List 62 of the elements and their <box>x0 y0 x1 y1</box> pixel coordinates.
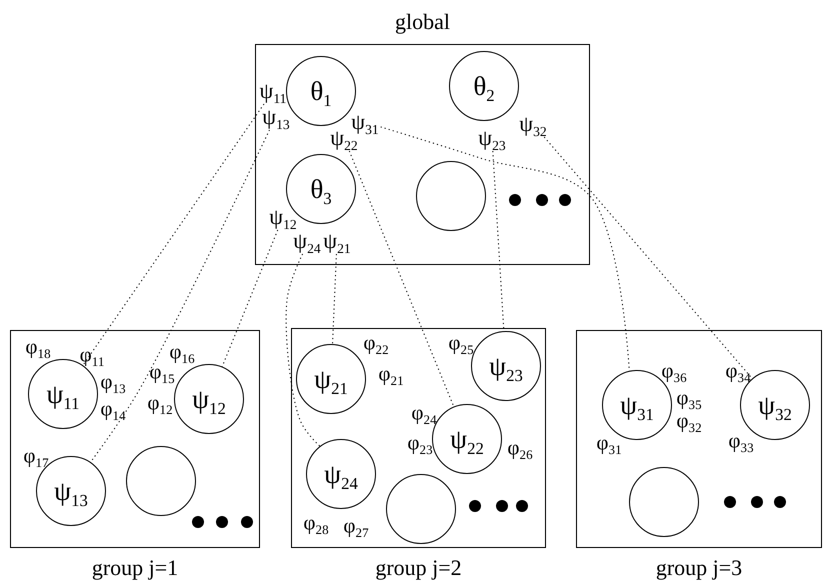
parameter-label: φ$_{24}$ <box>411 402 437 424</box>
parameter-label: φ$_{36}$ <box>661 360 687 382</box>
dotted-line <box>544 136 753 379</box>
parameter-label: φ$_{16}$ <box>169 342 195 362</box>
variable-label: ψ$_{31}$ <box>620 392 654 418</box>
parameter-label: ψ$_{13}$ <box>262 106 290 128</box>
parameter-label: φ$_{23}$ <box>407 432 433 454</box>
parameter-label: φ$_{28}$ <box>303 512 329 534</box>
variable-label: ψ$_{21}$ <box>314 366 348 392</box>
dotted-line <box>332 254 337 345</box>
parameter-label: ψ$_{31}$ <box>351 111 379 133</box>
parameter-label: φ$_{35}$ <box>676 388 702 408</box>
parameter-label: φ$_{25}$ <box>448 332 474 354</box>
parameter-label: ψ$_{32}$ <box>519 113 547 135</box>
variable-circle <box>306 439 376 509</box>
variable-circle <box>449 51 519 121</box>
parameter-label: ψ$_{21}$ <box>323 230 351 252</box>
plate-label: global <box>395 11 450 33</box>
variable-circle <box>740 370 810 440</box>
parameter-label: φ$_{17}$ <box>23 446 49 466</box>
plate-label: group j=2 <box>375 557 462 579</box>
parameter-label: φ$_{14}$ <box>100 398 126 420</box>
plate-label: group j=1 <box>92 557 178 579</box>
parameter-label: φ$_{33}$ <box>728 430 754 452</box>
parameter-label: ψ$_{24}$ <box>293 230 321 252</box>
variable-circle <box>36 456 106 526</box>
variable-label: θ$_{3}$ <box>310 176 332 202</box>
parameter-label: φ$_{13}$ <box>100 372 126 392</box>
variable-circle <box>416 161 486 231</box>
parameter-label: ψ$_{12}$ <box>269 206 297 228</box>
plate-label: group j=3 <box>656 557 742 579</box>
parameter-label: ψ$_{23}$ <box>478 127 506 149</box>
dotted-line <box>348 150 454 408</box>
parameter-label: φ$_{12}$ <box>147 392 173 414</box>
variable-label: θ$_{2}$ <box>473 72 495 100</box>
parameter-label: φ$_{32}$ <box>676 410 702 432</box>
parameter-label: φ$_{31}$ <box>596 432 622 454</box>
parameter-label: φ$_{18}$ <box>25 336 51 358</box>
variable-label: ψ$_{23}$ <box>489 352 523 380</box>
parameter-label: φ$_{26}$ <box>507 438 533 458</box>
variable-label: ψ$_{24}$ <box>324 460 358 488</box>
variable-label: ψ$_{11}$ <box>46 380 80 408</box>
parameter-label: ψ$_{11}$ <box>260 80 286 102</box>
variable-label: ψ$_{32}$ <box>758 392 792 418</box>
variable-circle <box>296 344 366 414</box>
dotted-line <box>90 130 270 463</box>
variable-circle <box>386 474 456 544</box>
parameter-label: φ$_{34}$ <box>725 360 751 382</box>
dotted-line <box>286 254 320 447</box>
dotted-line <box>82 104 264 366</box>
parameter-label: φ$_{15}$ <box>149 362 175 382</box>
parameter-label: φ$_{22}$ <box>363 332 389 354</box>
variable-circle <box>174 364 244 434</box>
variable-circle <box>126 446 196 516</box>
variable-label: ψ$_{22}$ <box>450 426 484 452</box>
parameter-label: φ$_{27}$ <box>343 516 369 536</box>
variable-circle <box>629 467 699 537</box>
parameter-label: φ$_{11}$ <box>80 344 104 366</box>
variable-label: ψ$_{12}$ <box>192 386 226 412</box>
variable-label: θ$_{1}$ <box>310 78 332 104</box>
parameter-label: φ$_{21}$ <box>378 364 404 384</box>
variable-label: ψ$_{13}$ <box>54 478 88 504</box>
